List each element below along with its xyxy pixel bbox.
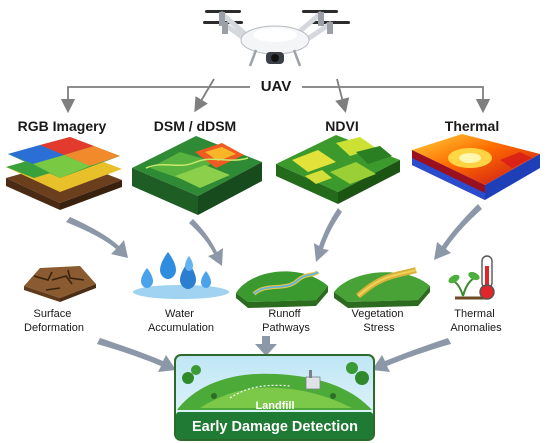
thermal-map-icon xyxy=(412,134,540,200)
cracked-ground-icon xyxy=(24,266,96,302)
source-label-rgb: RGB Imagery xyxy=(18,118,107,134)
drone-icon xyxy=(203,10,350,67)
uav-label: UAV xyxy=(261,78,292,95)
ndvi-map-icon xyxy=(276,135,400,204)
indicator-label-water-accumulation: Water Accumulation xyxy=(148,308,214,334)
result-banner xyxy=(176,412,373,439)
water-drops-icon xyxy=(133,252,229,299)
source-label-dsm: DSM / dDSM xyxy=(154,118,236,134)
indicator-label-thermal-anomalies: Thermal Anomalies xyxy=(450,308,502,334)
dsm-terrain-icon xyxy=(132,136,262,215)
indicator-label-vegetation-stress: Vegetation Stress xyxy=(351,308,406,334)
indicator-to-result-arrows xyxy=(97,336,451,372)
source-label-ndvi: NDVI xyxy=(325,118,358,134)
source-to-indicator-arrows xyxy=(66,204,482,266)
uav-distribution-arrows xyxy=(60,78,491,114)
result-sublabel: Landfill xyxy=(255,400,294,412)
runoff-channel-icon xyxy=(236,270,328,308)
result-title: Early Damage Detection xyxy=(192,419,358,435)
indicator-label-surface-deformation: Surface Deformation xyxy=(24,308,84,334)
landfill-scene-icon xyxy=(177,362,372,410)
stressed-vegetation-icon xyxy=(334,267,430,308)
thermometer-plant-icon xyxy=(448,255,495,300)
indicator-label-runoff-pathways: Runoff Pathways xyxy=(262,308,310,334)
rgb-layers-icon xyxy=(6,137,122,210)
source-label-thermal: Thermal xyxy=(445,118,499,134)
